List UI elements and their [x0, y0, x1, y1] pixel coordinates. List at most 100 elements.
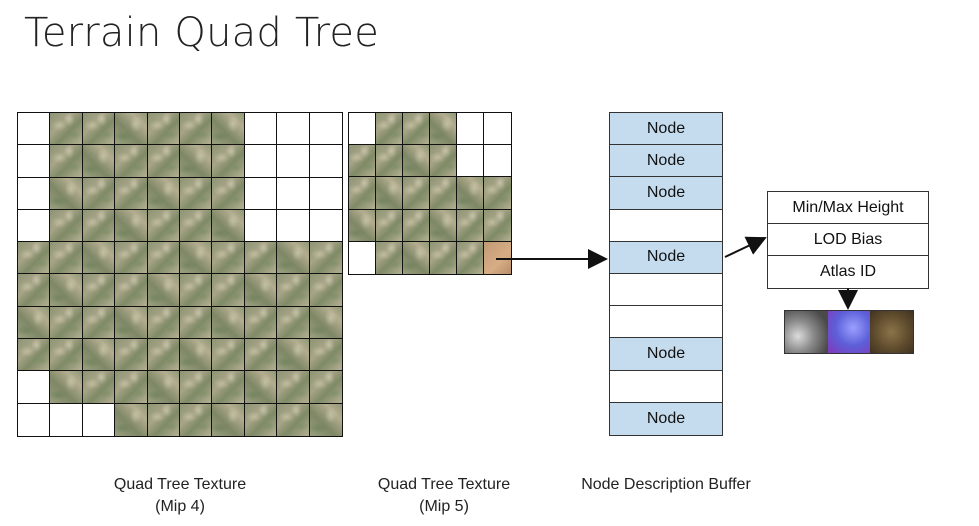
terrain-tile	[484, 177, 511, 210]
terrain-tile	[180, 177, 213, 210]
terrain-tile	[82, 145, 116, 178]
terrain-tile	[212, 177, 245, 210]
terrain-tile	[115, 242, 148, 275]
mip5-caption-line2: (Mip 5)	[419, 498, 469, 515]
buffer-caption: Node Description Buffer	[581, 476, 751, 493]
empty-tile	[309, 113, 342, 146]
description-field: Atlas ID	[819, 263, 876, 280]
empty-tile	[18, 177, 51, 210]
buffer-empty-slot	[610, 306, 722, 339]
terrain-tile	[403, 209, 430, 242]
empty-tile	[18, 403, 51, 436]
terrain-tile	[212, 403, 245, 436]
terrain-tile	[403, 113, 430, 146]
mip5-quad-tree-grid	[348, 112, 512, 275]
terrain-tile	[376, 177, 403, 210]
terrain-tile	[147, 274, 180, 307]
terrain-tile	[82, 306, 116, 340]
empty-tile	[82, 403, 116, 436]
terrain-tile	[212, 339, 245, 372]
terrain-tile	[277, 339, 310, 372]
empty-tile	[484, 145, 511, 178]
empty-tile	[244, 177, 278, 210]
buffer-node: Node	[610, 113, 722, 146]
empty-tile	[349, 113, 376, 146]
terrain-tile	[277, 371, 310, 404]
highlighted-tile	[484, 241, 511, 274]
terrain-tile	[430, 177, 457, 210]
terrain-tile	[212, 209, 245, 243]
terrain-tile	[18, 306, 51, 340]
terrain-tile	[115, 306, 148, 340]
empty-tile	[309, 145, 342, 178]
terrain-tile	[309, 242, 342, 275]
terrain-tile	[349, 177, 376, 210]
mip4-caption: Quad Tree Texture (Mip 4)	[80, 474, 280, 518]
empty-tile	[277, 177, 310, 210]
terrain-tile	[82, 274, 116, 307]
empty-tile	[18, 145, 51, 178]
terrain-tile	[82, 371, 116, 404]
buffer-node: Node	[610, 402, 722, 435]
terrain-tile	[244, 403, 278, 436]
terrain-tile	[82, 209, 116, 243]
terrain-tile	[115, 113, 148, 146]
terrain-tile	[147, 177, 180, 210]
empty-tile	[50, 403, 83, 436]
terrain-tile	[430, 241, 457, 274]
empty-tile	[18, 209, 51, 243]
empty-tile	[244, 145, 278, 178]
empty-tile	[277, 145, 310, 178]
empty-tile	[457, 145, 484, 178]
terrain-tile	[50, 145, 83, 178]
terrain-tile	[180, 339, 213, 372]
terrain-tile	[244, 274, 278, 307]
terrain-tile	[50, 177, 83, 210]
page-title: Terrain Quad Tree	[24, 10, 380, 56]
mip4-caption-line1: Quad Tree Texture	[113, 476, 247, 493]
terrain-tile	[147, 145, 180, 178]
terrain-tile	[457, 209, 484, 242]
terrain-tile	[277, 274, 310, 307]
terrain-tile	[403, 145, 430, 178]
terrain-tile	[82, 339, 116, 372]
terrain-tile	[180, 242, 213, 275]
mip5-caption: Quad Tree Texture (Mip 5)	[344, 474, 544, 518]
terrain-tile	[403, 177, 430, 210]
terrain-tile	[376, 145, 403, 178]
mip4-quad-tree-grid	[17, 112, 343, 437]
terrain-tile	[212, 145, 245, 178]
terrain-tile	[147, 113, 180, 146]
terrain-tile	[277, 306, 310, 340]
terrain-tile	[18, 274, 51, 307]
arrow-to-description	[724, 236, 767, 258]
mip5-caption-line1: Quad Tree Texture	[377, 476, 511, 493]
terrain-tile	[212, 242, 245, 275]
terrain-tile	[115, 209, 148, 243]
terrain-tile	[115, 371, 148, 404]
terrain-tile	[147, 371, 180, 404]
terrain-tile	[82, 177, 116, 210]
terrain-tile	[309, 306, 342, 340]
terrain-tile	[376, 209, 403, 242]
buffer-node: Node	[610, 145, 722, 178]
terrain-tile	[50, 242, 83, 275]
terrain-tile	[244, 371, 278, 404]
terrain-tile	[50, 306, 83, 340]
atlas-texture-strip	[784, 310, 914, 354]
empty-tile	[457, 113, 484, 146]
terrain-tile	[18, 339, 51, 372]
terrain-tile	[212, 113, 245, 146]
diffuse-swatch	[870, 311, 914, 353]
terrain-tile	[309, 403, 342, 436]
terrain-tile	[212, 371, 245, 404]
terrain-tile	[50, 113, 83, 146]
heightmap-swatch	[785, 311, 828, 353]
terrain-tile	[376, 113, 403, 146]
terrain-tile	[430, 209, 457, 242]
terrain-tile	[457, 241, 484, 274]
terrain-tile	[484, 209, 511, 242]
terrain-tile	[309, 274, 342, 307]
